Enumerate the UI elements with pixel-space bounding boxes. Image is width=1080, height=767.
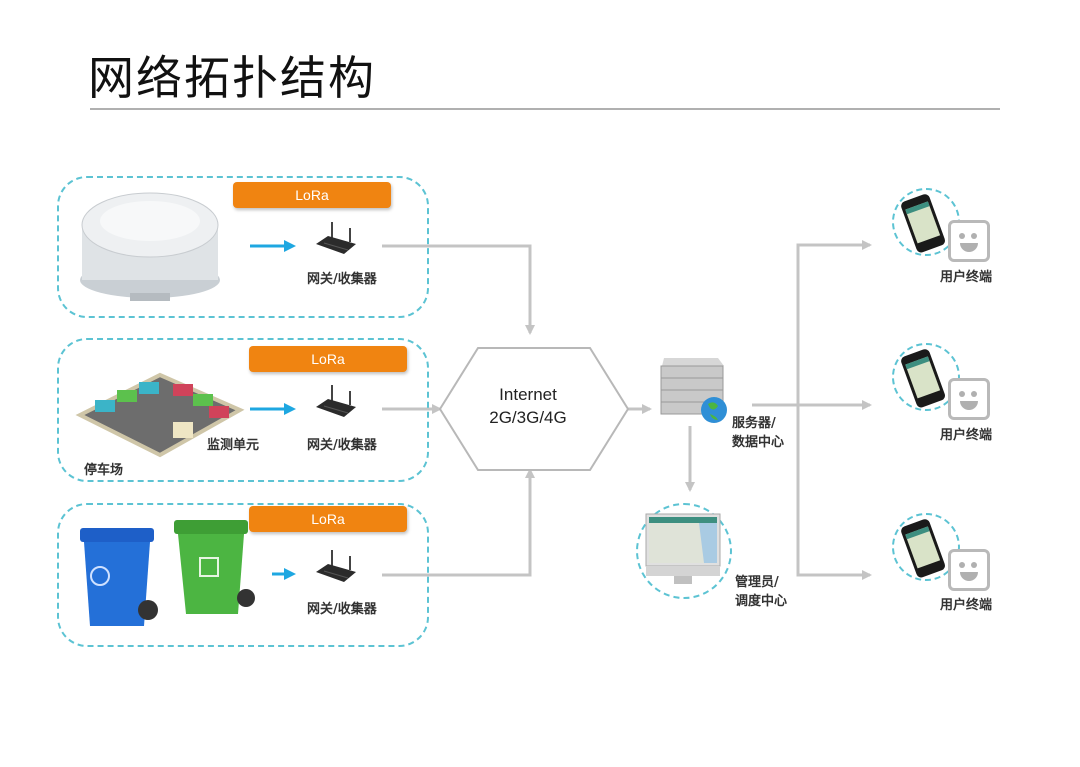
title-divider	[90, 108, 1000, 110]
source-group-sensor	[57, 176, 429, 318]
source-group-parking	[57, 338, 429, 482]
monitor-unit-label: 监测单元	[207, 438, 260, 453]
lora-badge: LoRa	[249, 346, 407, 372]
network-type-label: 2G/3G/4G	[489, 408, 567, 427]
user-terminal-label: 用户终端	[940, 598, 993, 613]
internet-hexagon	[438, 347, 630, 471]
internet-label: Internet	[499, 385, 557, 404]
blue-trash-bin-icon	[80, 528, 158, 626]
admin-label-line1: 管理员/	[735, 575, 779, 590]
terminal-circle	[892, 513, 960, 581]
green-trash-bin-icon	[174, 520, 255, 614]
smartphone-icon	[901, 194, 945, 253]
admin-circle	[636, 503, 732, 599]
smartphone-icon	[901, 349, 945, 408]
lora-badge: LoRa	[249, 506, 407, 532]
connector-gateway3-to-internet	[382, 468, 535, 577]
smiley-face-icon	[948, 549, 990, 591]
smiley-face-icon	[948, 378, 990, 420]
gateway-router-icon	[316, 550, 356, 582]
connector-bus-bottom	[796, 405, 872, 580]
data-arrow-icon	[272, 568, 296, 580]
user-terminal-label: 用户终端	[940, 270, 993, 285]
parking-lot-label: 停车场	[84, 463, 124, 478]
admin-label: 管理员/ 调度中心	[735, 573, 787, 611]
server-rack-icon	[660, 358, 727, 423]
internet-node: Internet 2G/3G/4G	[468, 383, 588, 429]
gateway-label: 网关/收集器	[307, 602, 377, 617]
server-label-line1: 服务器/	[732, 416, 776, 431]
gateway-label: 网关/收集器	[307, 438, 377, 453]
data-arrow-icon	[250, 240, 296, 252]
user-terminal-label: 用户终端	[940, 428, 993, 443]
lora-badge: LoRa	[233, 182, 391, 208]
smiley-face-icon	[948, 220, 990, 262]
source-group-bins	[57, 503, 429, 647]
gateway-router-icon	[316, 222, 356, 254]
data-arrow-icon	[250, 403, 296, 415]
parking-lot-icon	[75, 372, 245, 458]
server-label: 服务器/ 数据中心	[732, 414, 784, 452]
connector-gateway1-to-internet	[382, 244, 535, 335]
admin-monitor-icon	[645, 513, 721, 584]
gateway-router-icon	[316, 385, 356, 417]
smartphone-icon	[901, 519, 945, 578]
terminal-circle	[892, 343, 960, 411]
connector-bus-top	[796, 240, 872, 405]
geomagnetic-sensor-icon	[80, 192, 220, 301]
page-title: 网络拓扑结构	[88, 51, 376, 105]
server-label-line2: 数据中心	[732, 435, 785, 450]
gateway-label: 网关/收集器	[307, 272, 377, 287]
admin-label-line2: 调度中心	[735, 594, 788, 609]
